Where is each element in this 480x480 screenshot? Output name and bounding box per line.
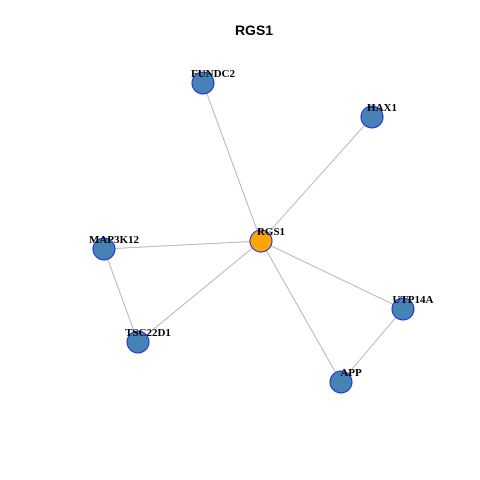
edge-rgs1-app	[260, 240, 342, 383]
edge-map3k12-tsc22d1	[103, 248, 139, 343]
diagram-title: RGS1	[235, 22, 273, 38]
edge-rgs1-tsc22d1	[137, 240, 262, 343]
node-map3k12[interactable]	[92, 237, 116, 261]
edge-rgs1-hax1	[260, 116, 373, 242]
edge-rgs1-map3k12	[103, 240, 262, 250]
node-tsc22d1[interactable]	[126, 330, 150, 354]
nodes-layer	[92, 71, 415, 394]
node-label-fundc2: FUNDC2	[191, 68, 235, 80]
node-utp14a[interactable]	[391, 297, 415, 321]
edge-utp14a-app	[340, 308, 404, 383]
node-fundc2[interactable]	[191, 71, 215, 95]
node-label-app: APP	[340, 367, 362, 379]
node-label-map3k12: MAP3K12	[89, 234, 140, 246]
node-app[interactable]	[329, 370, 353, 394]
node-label-utp14a: UTP14A	[393, 294, 434, 306]
node-label-tsc22d1: TSC22D1	[125, 327, 171, 339]
node-hax1[interactable]	[360, 105, 384, 129]
edges-layer	[103, 82, 404, 383]
node-rgs1[interactable]	[249, 229, 273, 253]
node-label-rgs1: RGS1	[257, 226, 285, 238]
edge-rgs1-fundc2	[202, 82, 262, 242]
node-label-hax1: HAX1	[367, 102, 397, 114]
edge-rgs1-utp14a	[260, 240, 404, 310]
